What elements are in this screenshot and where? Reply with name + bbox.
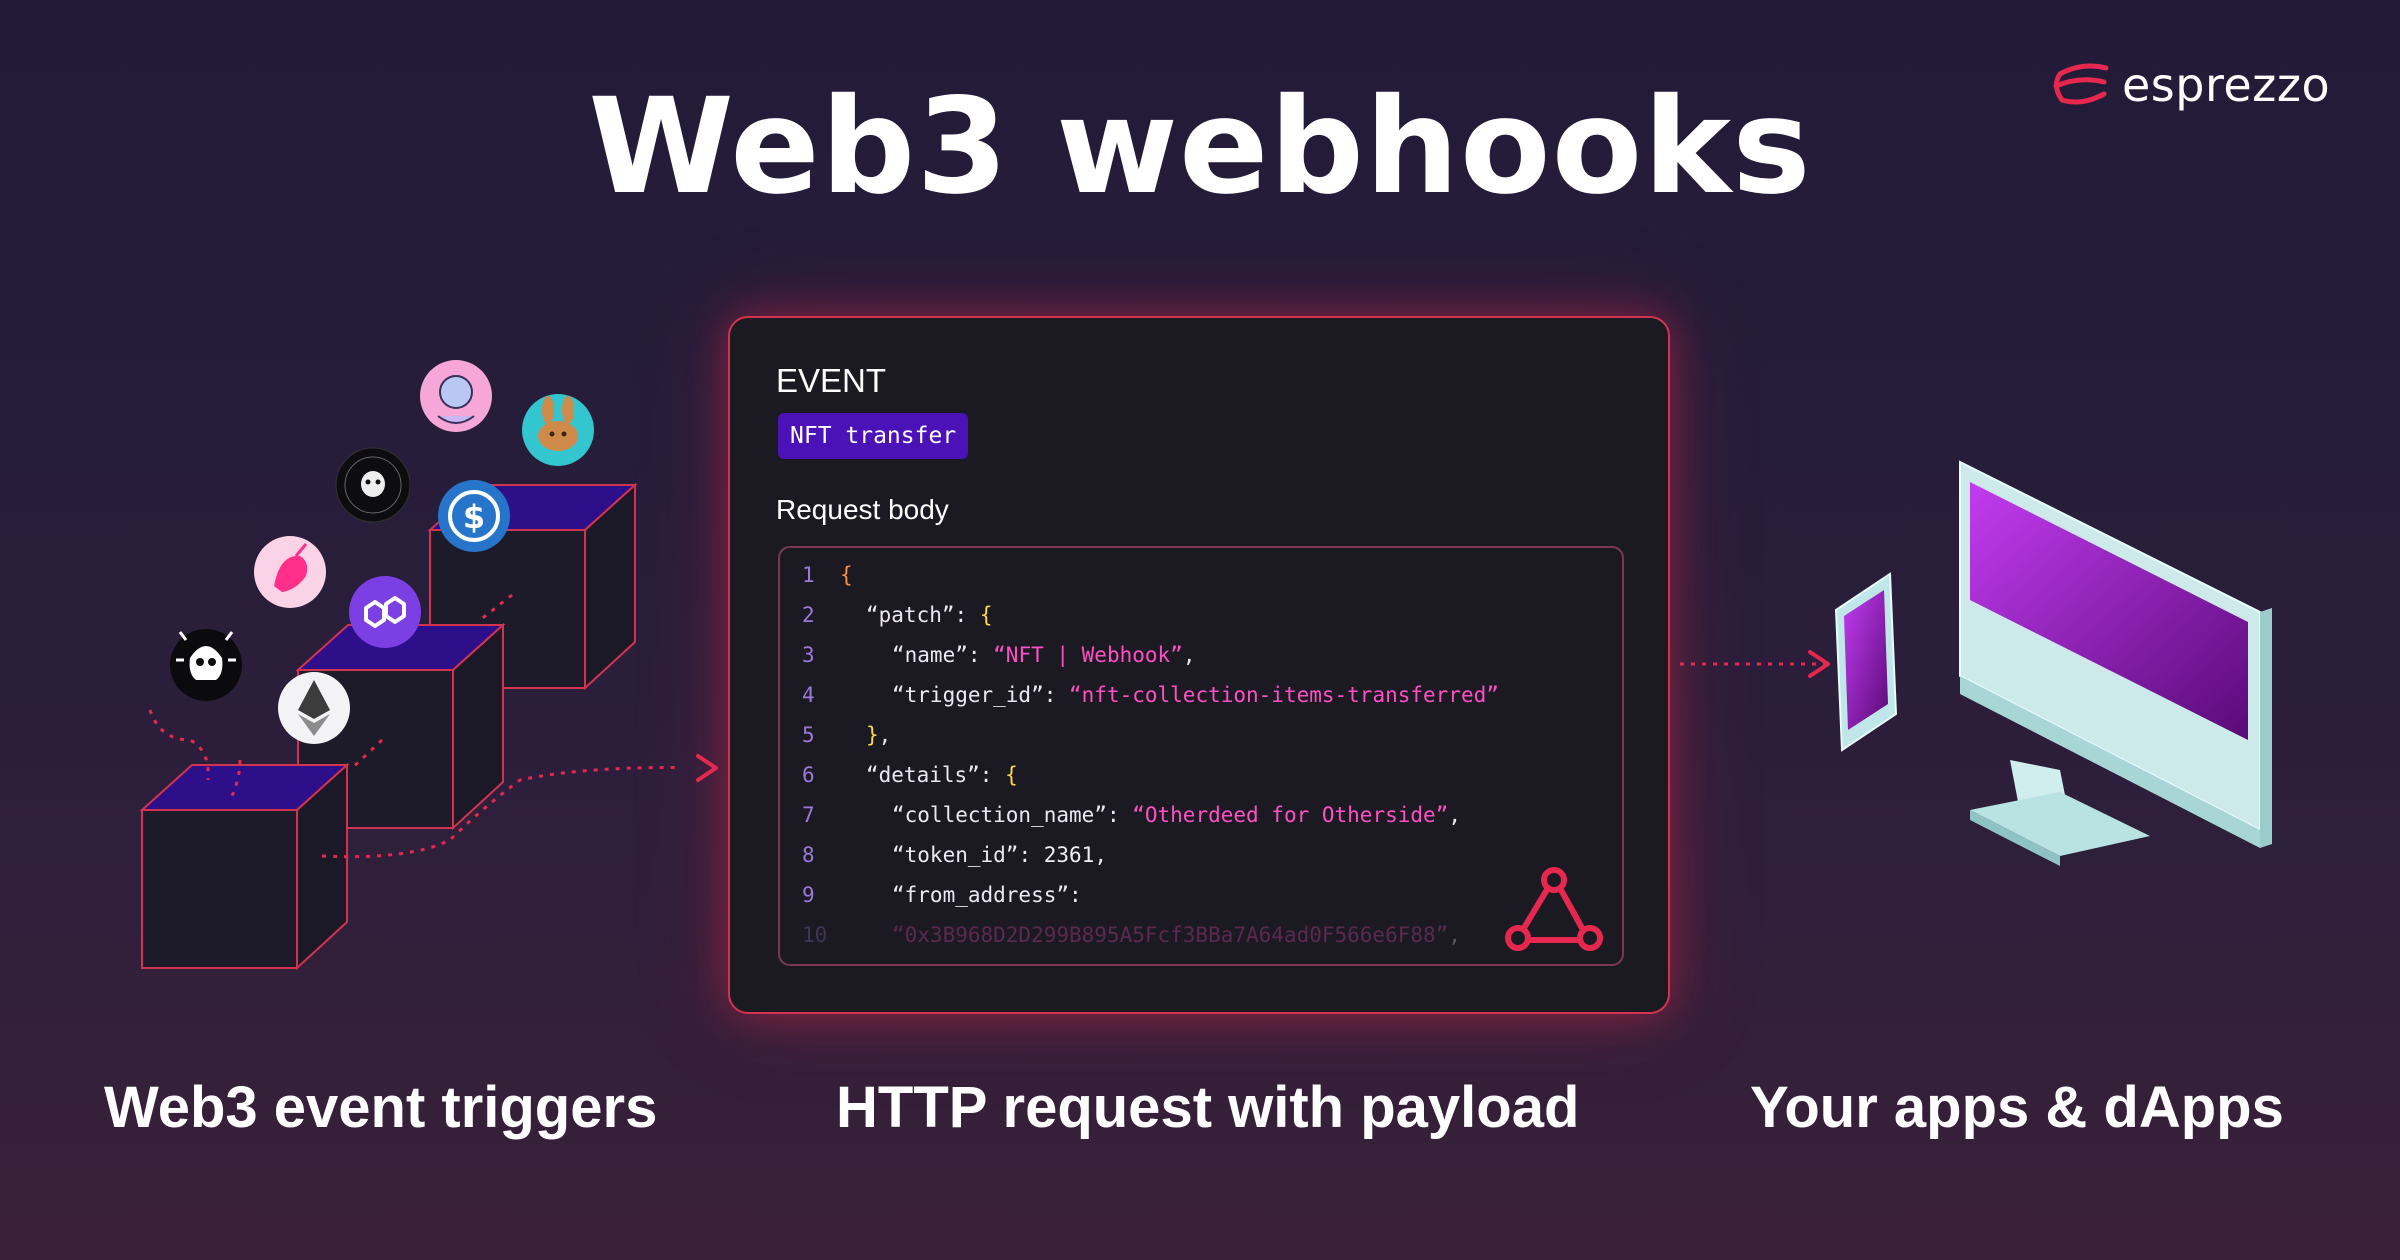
code-line-text: “0x3B968D2D299B895A5Fcf3BBa7A64ad0F566e6… bbox=[892, 923, 1461, 947]
code-line-number: 1 bbox=[802, 563, 815, 587]
esprezzo-logo-icon bbox=[2053, 63, 2109, 105]
smartphone-icon bbox=[1834, 572, 1898, 752]
pancakeswap-bunny-icon bbox=[522, 394, 594, 466]
code-line-number: 5 bbox=[802, 723, 815, 747]
apps-illustration bbox=[1834, 460, 2272, 866]
uniswap-unicorn-icon bbox=[254, 536, 326, 608]
apecoin-avatar-icon bbox=[420, 360, 492, 432]
code-line-number: 9 bbox=[802, 883, 815, 907]
code-line-text: { bbox=[840, 563, 853, 587]
code-line-number: 4 bbox=[802, 683, 815, 707]
code-line-number: 8 bbox=[802, 843, 815, 867]
ethereum-icon bbox=[278, 672, 350, 744]
caption-event-triggers: Web3 event triggers bbox=[104, 1075, 658, 1140]
event-card: EVENT NFT transfer Request body 1 {2 “patc… bbox=[728, 316, 1670, 1014]
skull-token-icon bbox=[170, 629, 242, 701]
esprezzo-logo-text: esprezzo bbox=[2122, 58, 2331, 112]
caption-http-request: HTTP request with payload bbox=[836, 1075, 1580, 1140]
arrow-to-apps bbox=[1680, 650, 1830, 678]
code-line-number: 10 bbox=[802, 923, 828, 947]
svg-text:$: $ bbox=[463, 498, 485, 536]
event-label: EVENT bbox=[776, 362, 887, 399]
web3-triggers-illustration: $ bbox=[139, 360, 680, 971]
code-line-number: 2 bbox=[802, 603, 815, 627]
code-line-text: “name”: “NFT | Webhook”, bbox=[892, 643, 1196, 667]
polygon-icon bbox=[349, 576, 421, 648]
request-body-label: Request body bbox=[776, 494, 949, 525]
page-title: Web3 webhooks bbox=[588, 70, 1812, 224]
code-line-text: “token_id”: 2361, bbox=[892, 843, 1107, 867]
code-line-number: 3 bbox=[802, 643, 815, 667]
webhook-icon bbox=[1505, 867, 1603, 951]
code-line-number: 7 bbox=[802, 803, 815, 827]
code-line-text: “patch”: { bbox=[866, 603, 993, 627]
arrow-to-card bbox=[696, 754, 718, 782]
request-body-code: 1 {2 “patch”: { 3 “name”: “NFT | Webhook”, 4 “… bbox=[778, 546, 1624, 966]
code-line-text: }, bbox=[866, 723, 892, 747]
esprezzo-logo: esprezzo bbox=[2052, 58, 2330, 112]
code-line-number: 6 bbox=[802, 763, 815, 787]
code-line-text: “details”: { bbox=[866, 763, 1018, 787]
code-line-text: “trigger_id”: “nft-collection-items-tran… bbox=[892, 683, 1499, 707]
code-line-text: “from_address”: bbox=[892, 883, 1082, 907]
monitor-icon bbox=[1959, 460, 2272, 866]
caption-apps: Your apps & dApps bbox=[1750, 1075, 2284, 1140]
cube-1 bbox=[139, 762, 350, 971]
code-line-text: “collection_name”: “Otherdeed for Others… bbox=[892, 803, 1461, 827]
event-badge: NFT transfer bbox=[778, 413, 969, 459]
bored-ape-yacht-club-icon bbox=[335, 447, 411, 523]
usdc-icon: $ bbox=[438, 480, 510, 552]
